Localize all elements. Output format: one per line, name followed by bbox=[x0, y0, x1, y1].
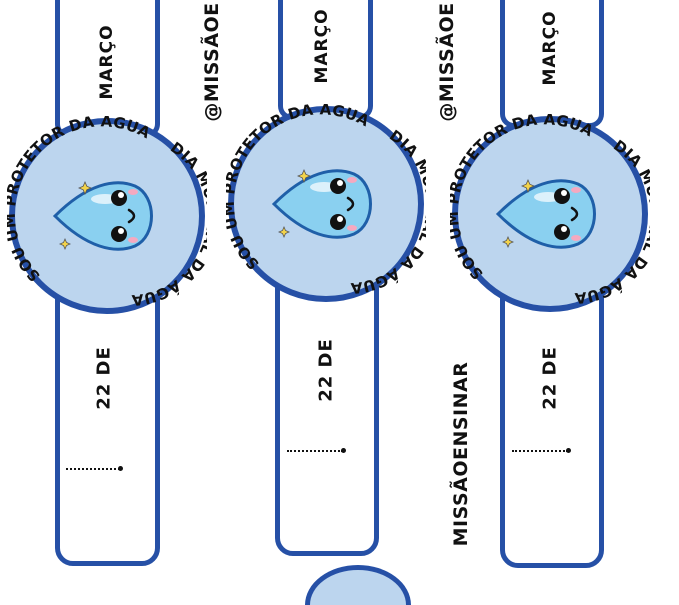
bracelet-2-lower-strap bbox=[275, 280, 379, 556]
bracelet-2-month-label: MARÇO bbox=[312, 8, 332, 84]
bracelet-2-upper-strap bbox=[278, 0, 373, 120]
watermark-handle-3: MISSÃOENSINAR bbox=[450, 361, 472, 547]
bracelet-1-write-line bbox=[66, 466, 123, 471]
bracelet-1-day-label: 22 DE bbox=[93, 346, 115, 410]
watermark-handle-1: @MISSÃOE bbox=[201, 2, 223, 122]
bracelet-3-day-label: 22 DE bbox=[539, 346, 561, 410]
bracelet-2-write-line bbox=[287, 448, 346, 453]
water-drop-mascot-icon bbox=[52, 180, 153, 251]
watermark-handle-2: @MISSÃOE bbox=[436, 2, 458, 122]
water-drop-mascot-icon bbox=[271, 168, 372, 239]
water-drop-mascot-icon bbox=[495, 178, 596, 249]
bracelet-2-day-label: 22 DE bbox=[315, 338, 337, 402]
bracelet-3-month-label: MARÇO bbox=[540, 10, 560, 86]
bracelet-3-write-line bbox=[512, 448, 571, 453]
bracelet-1-upper-strap bbox=[55, 0, 160, 138]
partial-badge-bottom bbox=[305, 565, 411, 605]
bracelet-3-lower-strap bbox=[500, 290, 604, 568]
bracelet-1-lower-strap bbox=[55, 286, 160, 566]
bracelet-1-month-label: MARÇO bbox=[97, 24, 117, 100]
